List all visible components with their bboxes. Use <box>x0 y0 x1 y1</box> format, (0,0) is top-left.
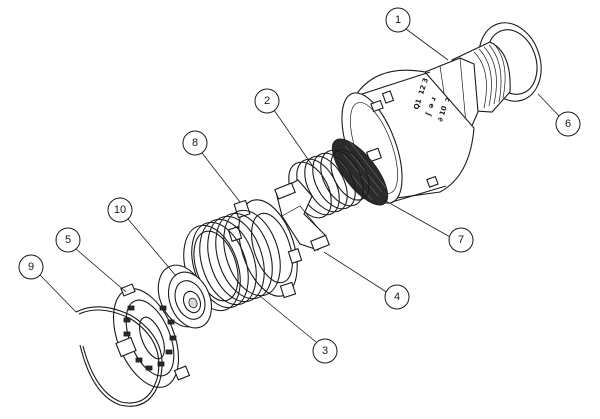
leader-1 <box>405 28 449 61</box>
callout-9: 9 <box>18 254 44 280</box>
callout-9-label: 9 <box>28 261 34 273</box>
callout-4-label: 4 <box>394 291 400 303</box>
part-9-retaining-ring <box>75 306 163 407</box>
leader-5 <box>75 248 127 293</box>
callout-4: 4 <box>384 284 410 310</box>
callout-10: 10 <box>107 197 133 223</box>
callout-2: 2 <box>254 88 280 114</box>
part-3-large-spring <box>183 209 281 312</box>
callout-7: 7 <box>448 227 474 253</box>
callout-1-label: 1 <box>395 14 401 26</box>
callout-8: 8 <box>182 130 208 156</box>
callout-5-label: 5 <box>65 234 71 246</box>
part-8-flanged-ring <box>227 199 303 299</box>
leader-lines <box>39 28 561 343</box>
leader-4 <box>323 251 389 294</box>
callout-2-label: 2 <box>264 95 270 107</box>
callout-7-label: 7 <box>458 234 464 246</box>
leader-8 <box>201 152 241 203</box>
callout-3: 3 <box>312 338 338 364</box>
part-10-bushing <box>157 264 213 329</box>
leader-7 <box>383 199 453 239</box>
callout-3-label: 3 <box>322 345 328 357</box>
leader-6 <box>537 93 561 118</box>
leader-10 <box>127 218 177 277</box>
leader-2 <box>273 109 315 169</box>
part-4-cam <box>274 179 331 252</box>
leader-3 <box>259 295 317 343</box>
callout-5: 5 <box>55 227 81 253</box>
callout-6: 6 <box>555 111 581 137</box>
callout-6-label: 6 <box>565 118 571 130</box>
leader-9 <box>39 274 77 313</box>
part-1-housing: Q1 12 3 ʃ ǝ ɹ ∂ 10 ɔ <box>341 41 511 204</box>
callout-10-label: 10 <box>114 204 126 216</box>
callout-8-label: 8 <box>192 137 198 149</box>
callout-1: 1 <box>385 7 411 33</box>
